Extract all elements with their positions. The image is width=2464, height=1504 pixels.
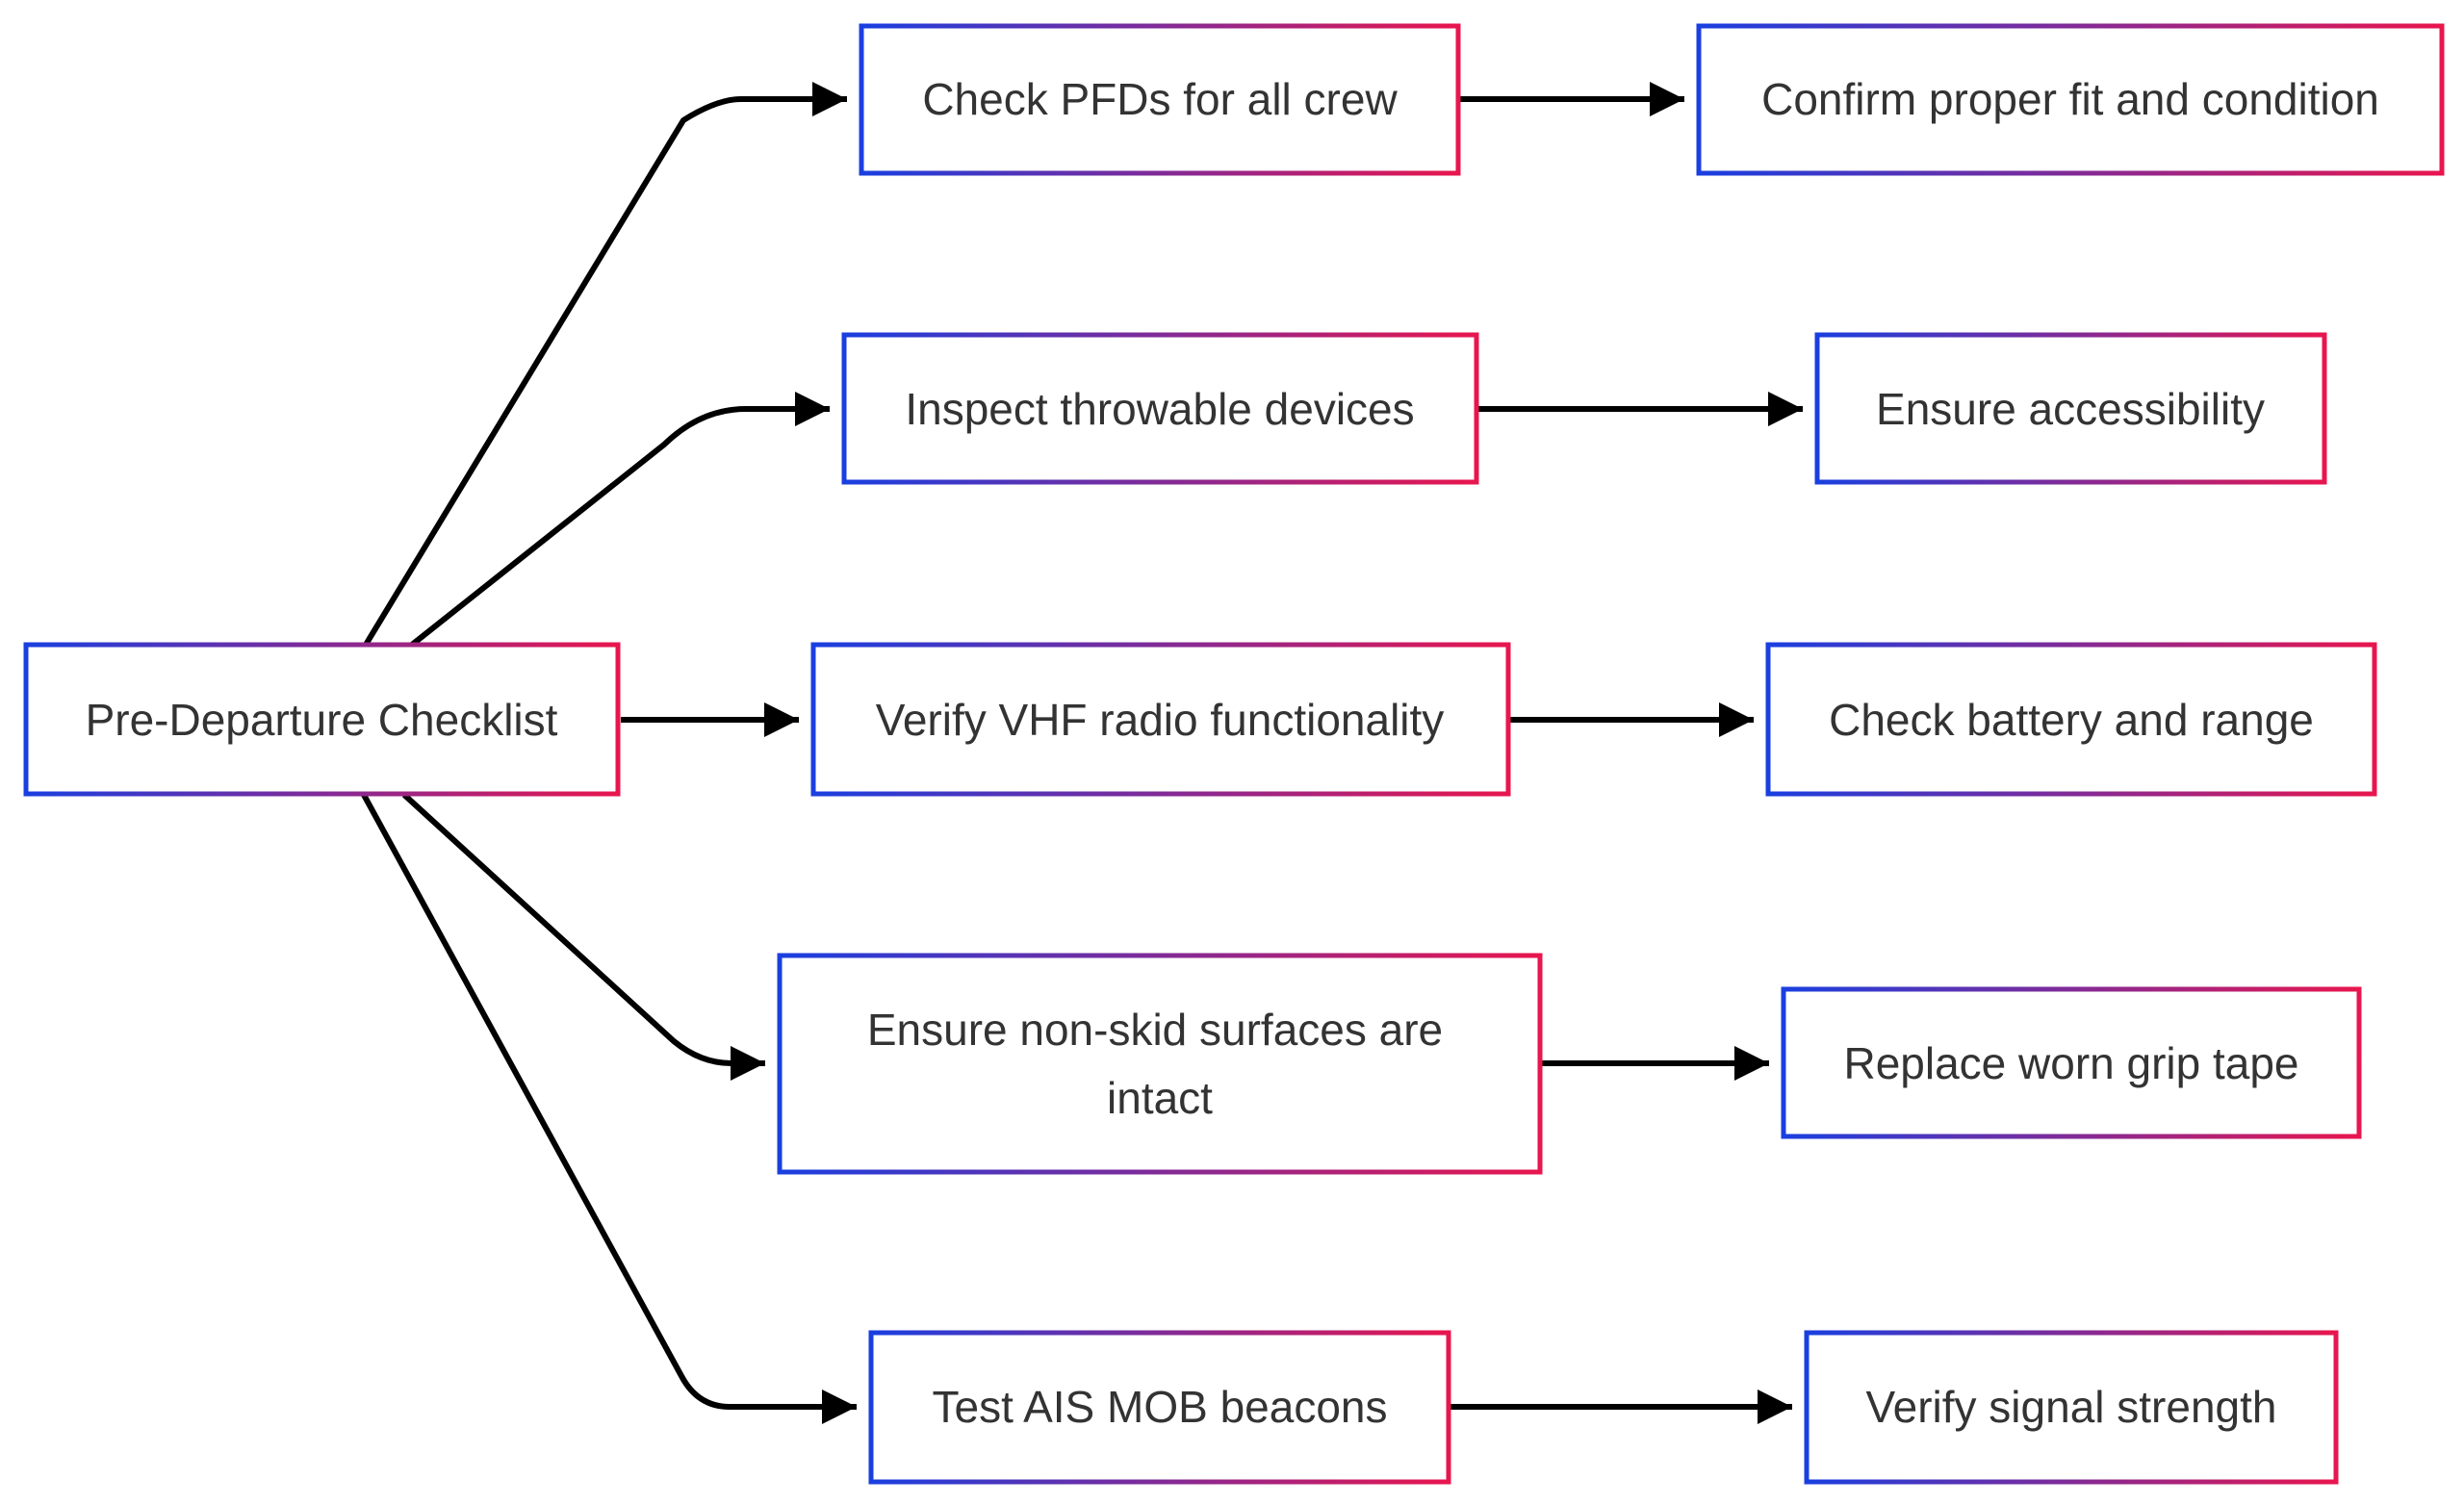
item-node-1-box [859,23,1461,176]
followup-node-4-label: Replace worn grip tape [1843,1038,2298,1088]
item-node-1: Check PFDs for all crew [859,23,1461,176]
followup-node-1: Confirm proper fit and condition [1696,23,2445,176]
item-node-2-label: Inspect throwable devices [905,384,1414,434]
followup-node-4: Replace worn grip tape [1781,986,2362,1139]
item-node-3-label: Verify VHF radio functionality [876,695,1445,745]
followup-node-5-label: Verify signal strength [1865,1382,2276,1432]
followup-node-3-label: Check battery and range [1829,695,2314,745]
followup-node-1-box [1696,23,2445,176]
item-node-2: Inspect throwable devices [841,332,1479,485]
item-node-5: Test AIS MOB beacons [868,1330,1451,1485]
followup-node-2: Ensure accessibility [1814,332,2327,485]
followup-node-2-box [1814,332,2327,485]
followup-node-3-box [1765,642,2377,797]
followup-node-1-label: Confirm proper fit and condition [1761,74,2379,124]
followup-node-3: Check battery and range [1765,642,2377,797]
item-node-3: Verify VHF radio functionality [810,642,1511,797]
item-node-1-label: Check PFDs for all crew [922,74,1398,124]
root-node: Pre-Departure Checklist [23,642,621,797]
followup-node-2-label: Ensure accessibility [1876,384,2265,434]
followup-edges [1449,82,1803,1424]
item-node-2-box [841,332,1479,485]
item-node-5-label: Test AIS MOB beacons [932,1382,1387,1432]
item-node-4-label-line-1: Ensure non-skid surfaces are [867,1005,1443,1055]
edge-root-to-item-1 [363,82,847,647]
root-node-box [23,642,621,797]
item-node-4-box [777,953,1543,1175]
item-node-4-label-line-2: intact [1107,1073,1213,1123]
edge-root-to-item-2 [410,392,830,648]
root-edges [361,82,857,1424]
item-node-3-box [810,642,1511,797]
item-node-5-box [868,1330,1451,1485]
edge-root-to-item-4 [401,792,765,1081]
followup-node-5-box [1804,1330,2339,1485]
item-node-4: Ensure non-skid surfaces are intact [777,953,1543,1175]
edge-root-to-item-5 [361,793,857,1424]
followup-node-4-box [1781,986,2362,1139]
followup-node-5: Verify signal strength [1804,1330,2339,1485]
root-node-label: Pre-Departure Checklist [86,695,558,745]
